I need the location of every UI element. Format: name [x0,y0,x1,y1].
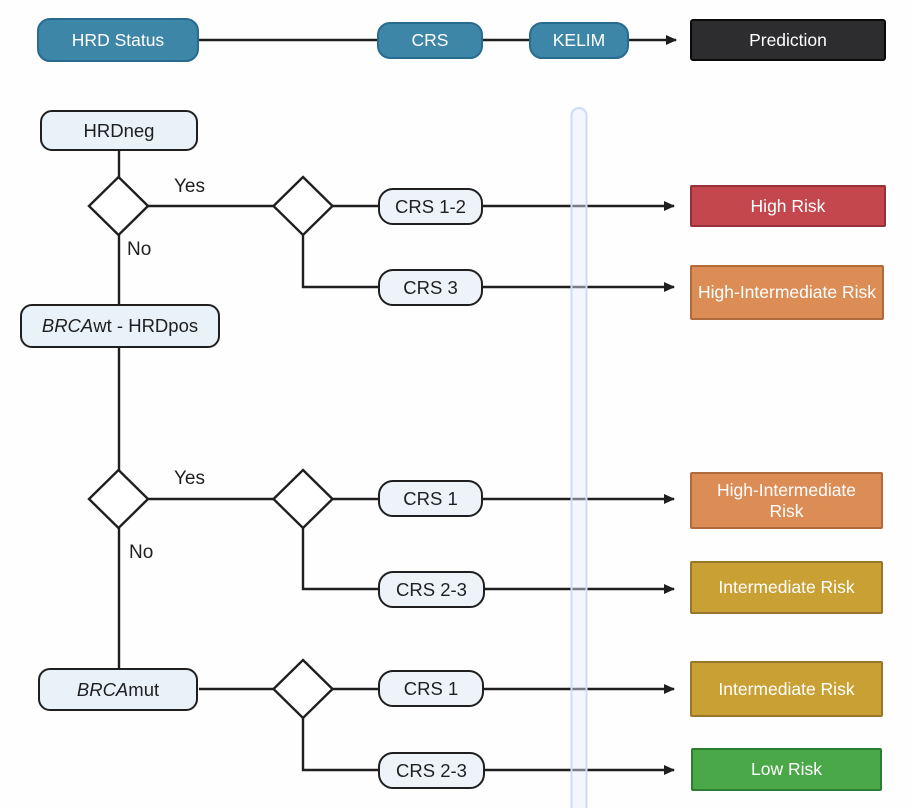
node-crs-3: CRS 3 [378,269,483,306]
decision-diamond-4 [271,468,335,530]
branch-label-no-1: No [127,239,152,260]
pipeline-step-label: CRS [411,30,449,50]
node-crs-2-3-b: CRS 2-3 [378,752,485,789]
branch-label-yes-1: Yes [174,176,205,197]
node-hrdneg: HRDneg [40,110,198,151]
pipeline-step-crs: CRS [377,22,483,59]
node-label: BRCAmut [77,679,159,701]
edge-d4-to-crs23 [301,527,378,591]
outcome-high-risk: High Risk [690,185,886,227]
node-label: CRS 2-3 [396,578,467,600]
decision-diamond-5 [271,658,335,720]
node-label: CRS 1 [403,487,458,509]
outcome-label: Intermediate Risk [718,577,855,597]
node-label-rest: wt - HRDpos [93,315,199,336]
outcome-intermediate-risk-2: Intermediate Risk [690,661,883,717]
edge-d5-to-crs23 [301,717,378,772]
branch-label-no-2: No [129,542,154,563]
decision-diamond-3 [87,468,150,530]
outcome-label: High-Intermediate Risk [698,282,876,302]
node-crs-1-b: CRS 1 [378,670,484,707]
outcome-intermediate-risk-1: Intermediate Risk [690,561,883,614]
outcome-low-risk: Low Risk [691,748,882,791]
outcome-label: High Risk [750,195,826,216]
outcome-label: Intermediate Risk [718,678,855,699]
node-crs-1-2: CRS 1-2 [378,188,483,225]
node-label: BRCAwt - HRDpos [42,315,198,337]
outcome-label: High-Intermediate Risk [716,479,857,521]
node-label: CRS 1-2 [395,195,466,217]
branch-label-yes-2: Yes [174,468,205,489]
pipeline-step-prediction: Prediction [690,19,886,61]
node-label-italic: BRCA [76,678,129,700]
pipeline-step-label: HRD Status [71,29,165,50]
pipeline-step-kelim: KELIM [529,22,629,59]
node-label-italic: BRCA [41,315,94,336]
node-label: HRDneg [83,119,155,141]
outcome-high-intermediate-risk-2: High-Intermediate Risk [690,472,883,529]
pipeline-step-label: KELIM [552,30,606,50]
node-brcamut: BRCAmut [38,668,198,711]
node-label: CRS 1 [403,677,459,699]
kelim-divider [570,107,588,808]
pipeline-step-label: Prediction [749,29,827,50]
outcome-high-intermediate-risk-1: High-Intermediate Risk [690,265,884,320]
node-crs-2-3-a: CRS 2-3 [378,571,485,608]
node-brcawt-hrdpos: BRCAwt - HRDpos [20,304,220,348]
pipeline-step-hrd-status: HRD Status [37,18,199,62]
node-crs-1-a: CRS 1 [378,480,483,517]
edge-d2-to-crs3 [301,234,378,289]
node-label: CRS 3 [403,276,458,298]
decision-diamond-2 [271,175,335,237]
decision-diamond-1 [87,175,150,237]
outcome-label: Low Risk [751,759,822,779]
node-label: CRS 2-3 [396,759,467,781]
node-label-rest: mut [128,678,160,700]
